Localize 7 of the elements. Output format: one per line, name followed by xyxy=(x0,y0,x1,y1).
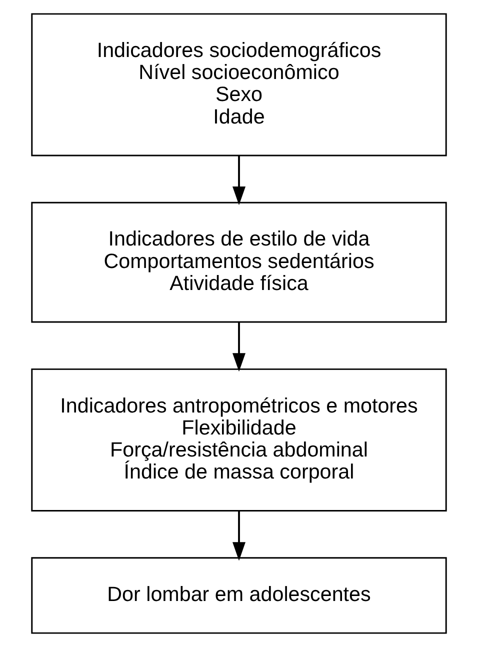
arrow xyxy=(232,322,246,372)
arrow xyxy=(232,511,246,561)
node-box: Dor lombar em adolescentes xyxy=(31,557,447,634)
node-box: Indicadores antropométricos e motores Flexibilidade Força/resistência abdominal Índice de massa corporal xyxy=(31,368,447,512)
node-box: Indicadores de estilo de vida Comportamentos sedentários Atividade física xyxy=(31,202,447,323)
node-box: Indicadores sociodemográficos Nível socioeconômico Sexo Idade xyxy=(31,13,447,156)
arrow xyxy=(232,156,246,206)
